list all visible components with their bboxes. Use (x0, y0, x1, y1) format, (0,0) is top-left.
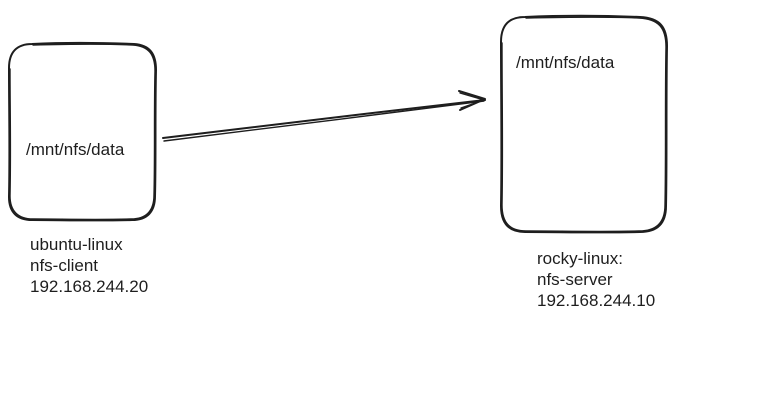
server-role: nfs-server (537, 270, 613, 289)
client-hostname: ubuntu-linux (30, 235, 123, 254)
server-hostname: rocky-linux: (537, 249, 623, 268)
client-ip: 192.168.244.20 (30, 277, 149, 296)
connection-arrow (162, 90, 486, 142)
client-role: nfs-client (30, 256, 99, 275)
server-label: rocky-linux: nfs-server 192.168.244.10 (537, 248, 655, 311)
server-mount-path: /mnt/nfs/data (516, 53, 615, 72)
client-label: ubuntu-linux nfs-client 192.168.244.20 (30, 234, 148, 297)
client-mount-path: /mnt/nfs/data (26, 140, 125, 159)
server-ip: 192.168.244.10 (537, 291, 656, 310)
server-box (500, 14, 668, 234)
client-box (8, 41, 157, 222)
